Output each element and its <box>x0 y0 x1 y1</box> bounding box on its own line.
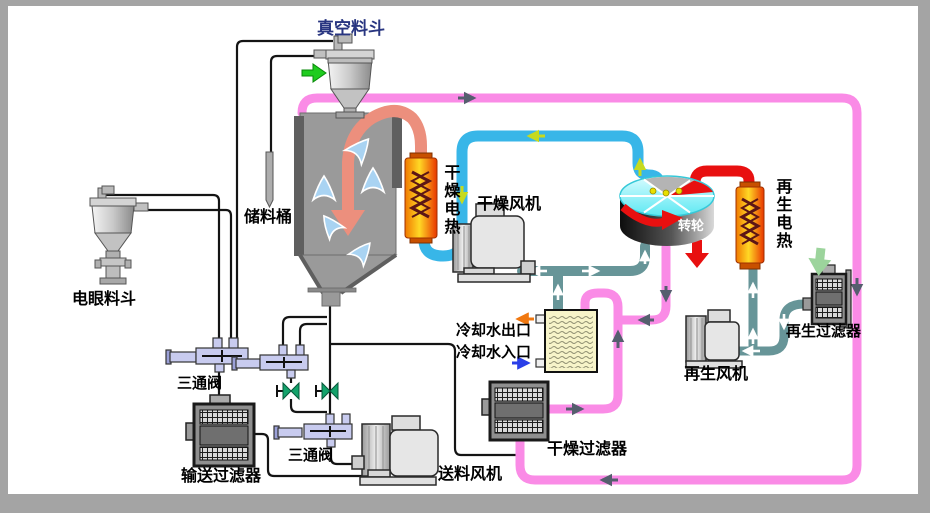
heater-coil-icon <box>409 171 432 218</box>
blue-flow-arrows <box>455 129 647 205</box>
heater-coil-icon <box>739 198 761 245</box>
label-cooling-water-inlet: 冷却水入口 <box>456 344 532 361</box>
vacuum-hopper <box>313 33 375 119</box>
pipe-teal-regenfilter-to-blower <box>728 299 809 356</box>
three-way-valve-3 <box>273 413 353 448</box>
drying-heater-body <box>404 152 438 244</box>
drying-blower <box>452 203 536 283</box>
label-drying-heater: 干燥电热 <box>441 164 459 236</box>
line-valve3-to-blower <box>329 446 366 466</box>
pipe-blue-dry-air-loop <box>418 130 666 262</box>
rotary-wheel-body <box>619 175 715 246</box>
regen-filter-box <box>802 264 852 329</box>
conveying-filter-box <box>185 394 256 468</box>
pipe-red-regen-hot <box>689 165 755 198</box>
drying-filter-box <box>481 380 550 442</box>
pipe-teal-cooler-to-wheel <box>517 241 650 276</box>
pipe-salmon-hot-air <box>342 105 427 218</box>
line-valve2-stub-a <box>281 315 327 348</box>
air-arrow-icon <box>311 174 337 203</box>
line-vacuum-to-lance <box>269 54 318 152</box>
three-way-valve-1 <box>165 337 249 373</box>
label-vacuum-hopper: 真空料斗 <box>317 19 385 38</box>
label-regen-heater: 再生电热 <box>773 178 791 250</box>
pink-flow-arrows <box>458 91 864 487</box>
wheel-rotation-arrowhead-icon <box>662 210 683 230</box>
line-valve2-stub-b <box>298 322 327 348</box>
feeding-blower <box>351 415 439 486</box>
vacuum-intake-arrow-icon <box>301 63 327 83</box>
regen-intake-arrow-icon <box>808 247 832 277</box>
barrel-air-arrows <box>311 137 386 269</box>
regen-blower <box>685 309 743 369</box>
regen-heater-body <box>735 181 765 270</box>
air-arrow-icon <box>345 242 371 269</box>
line-barrel-to-dryfilter <box>330 342 516 457</box>
pipe-pink-filter-to-cooler <box>543 288 623 414</box>
cooling-heat-exchanger <box>535 309 598 373</box>
line-filter-to-blower <box>254 432 368 478</box>
green-valve-1 <box>276 381 300 401</box>
label-cooling-water-outlet: 冷却水出口 <box>456 322 532 339</box>
label-regen-blower: 再生风机 <box>684 366 749 383</box>
green-valve-2 <box>315 381 339 401</box>
label-regen-filter: 再生过滤器 <box>786 323 862 340</box>
three-way-valve-2 <box>231 344 309 379</box>
wheel-sector-gray <box>644 176 694 196</box>
red-exhaust-arrow-icon <box>685 240 709 268</box>
label-storage-barrel: 储料桶 <box>244 209 293 226</box>
air-arrow-icon <box>323 214 348 242</box>
pipe-pink-main-loop <box>297 93 862 485</box>
label-electric-eye-hopper: 电眼料斗 <box>72 291 137 308</box>
label-drying-filter: 干燥过滤器 <box>547 441 628 458</box>
label-drying-blower: 干燥风机 <box>477 196 542 213</box>
air-arrow-icon <box>341 137 370 168</box>
air-arrow-icon <box>360 166 386 195</box>
salmon-spread-arrow-icon <box>331 210 365 236</box>
label-three-way-valve-2: 三通阀 <box>288 447 334 464</box>
label-feeding-blower: 送料风机 <box>438 466 503 483</box>
label-three-way-valve-1: 三通阀 <box>177 375 223 392</box>
electric-eye-hopper <box>89 185 149 285</box>
label-conveying-filter: 输送过滤器 <box>181 468 262 485</box>
line-eyehopper-top <box>106 193 221 350</box>
label-rotary-wheel: 转轮 <box>678 218 705 233</box>
storage-barrel-lance <box>265 151 274 209</box>
line-vacuum-to-valve <box>235 39 333 350</box>
line-eyehopper-side <box>140 208 233 350</box>
